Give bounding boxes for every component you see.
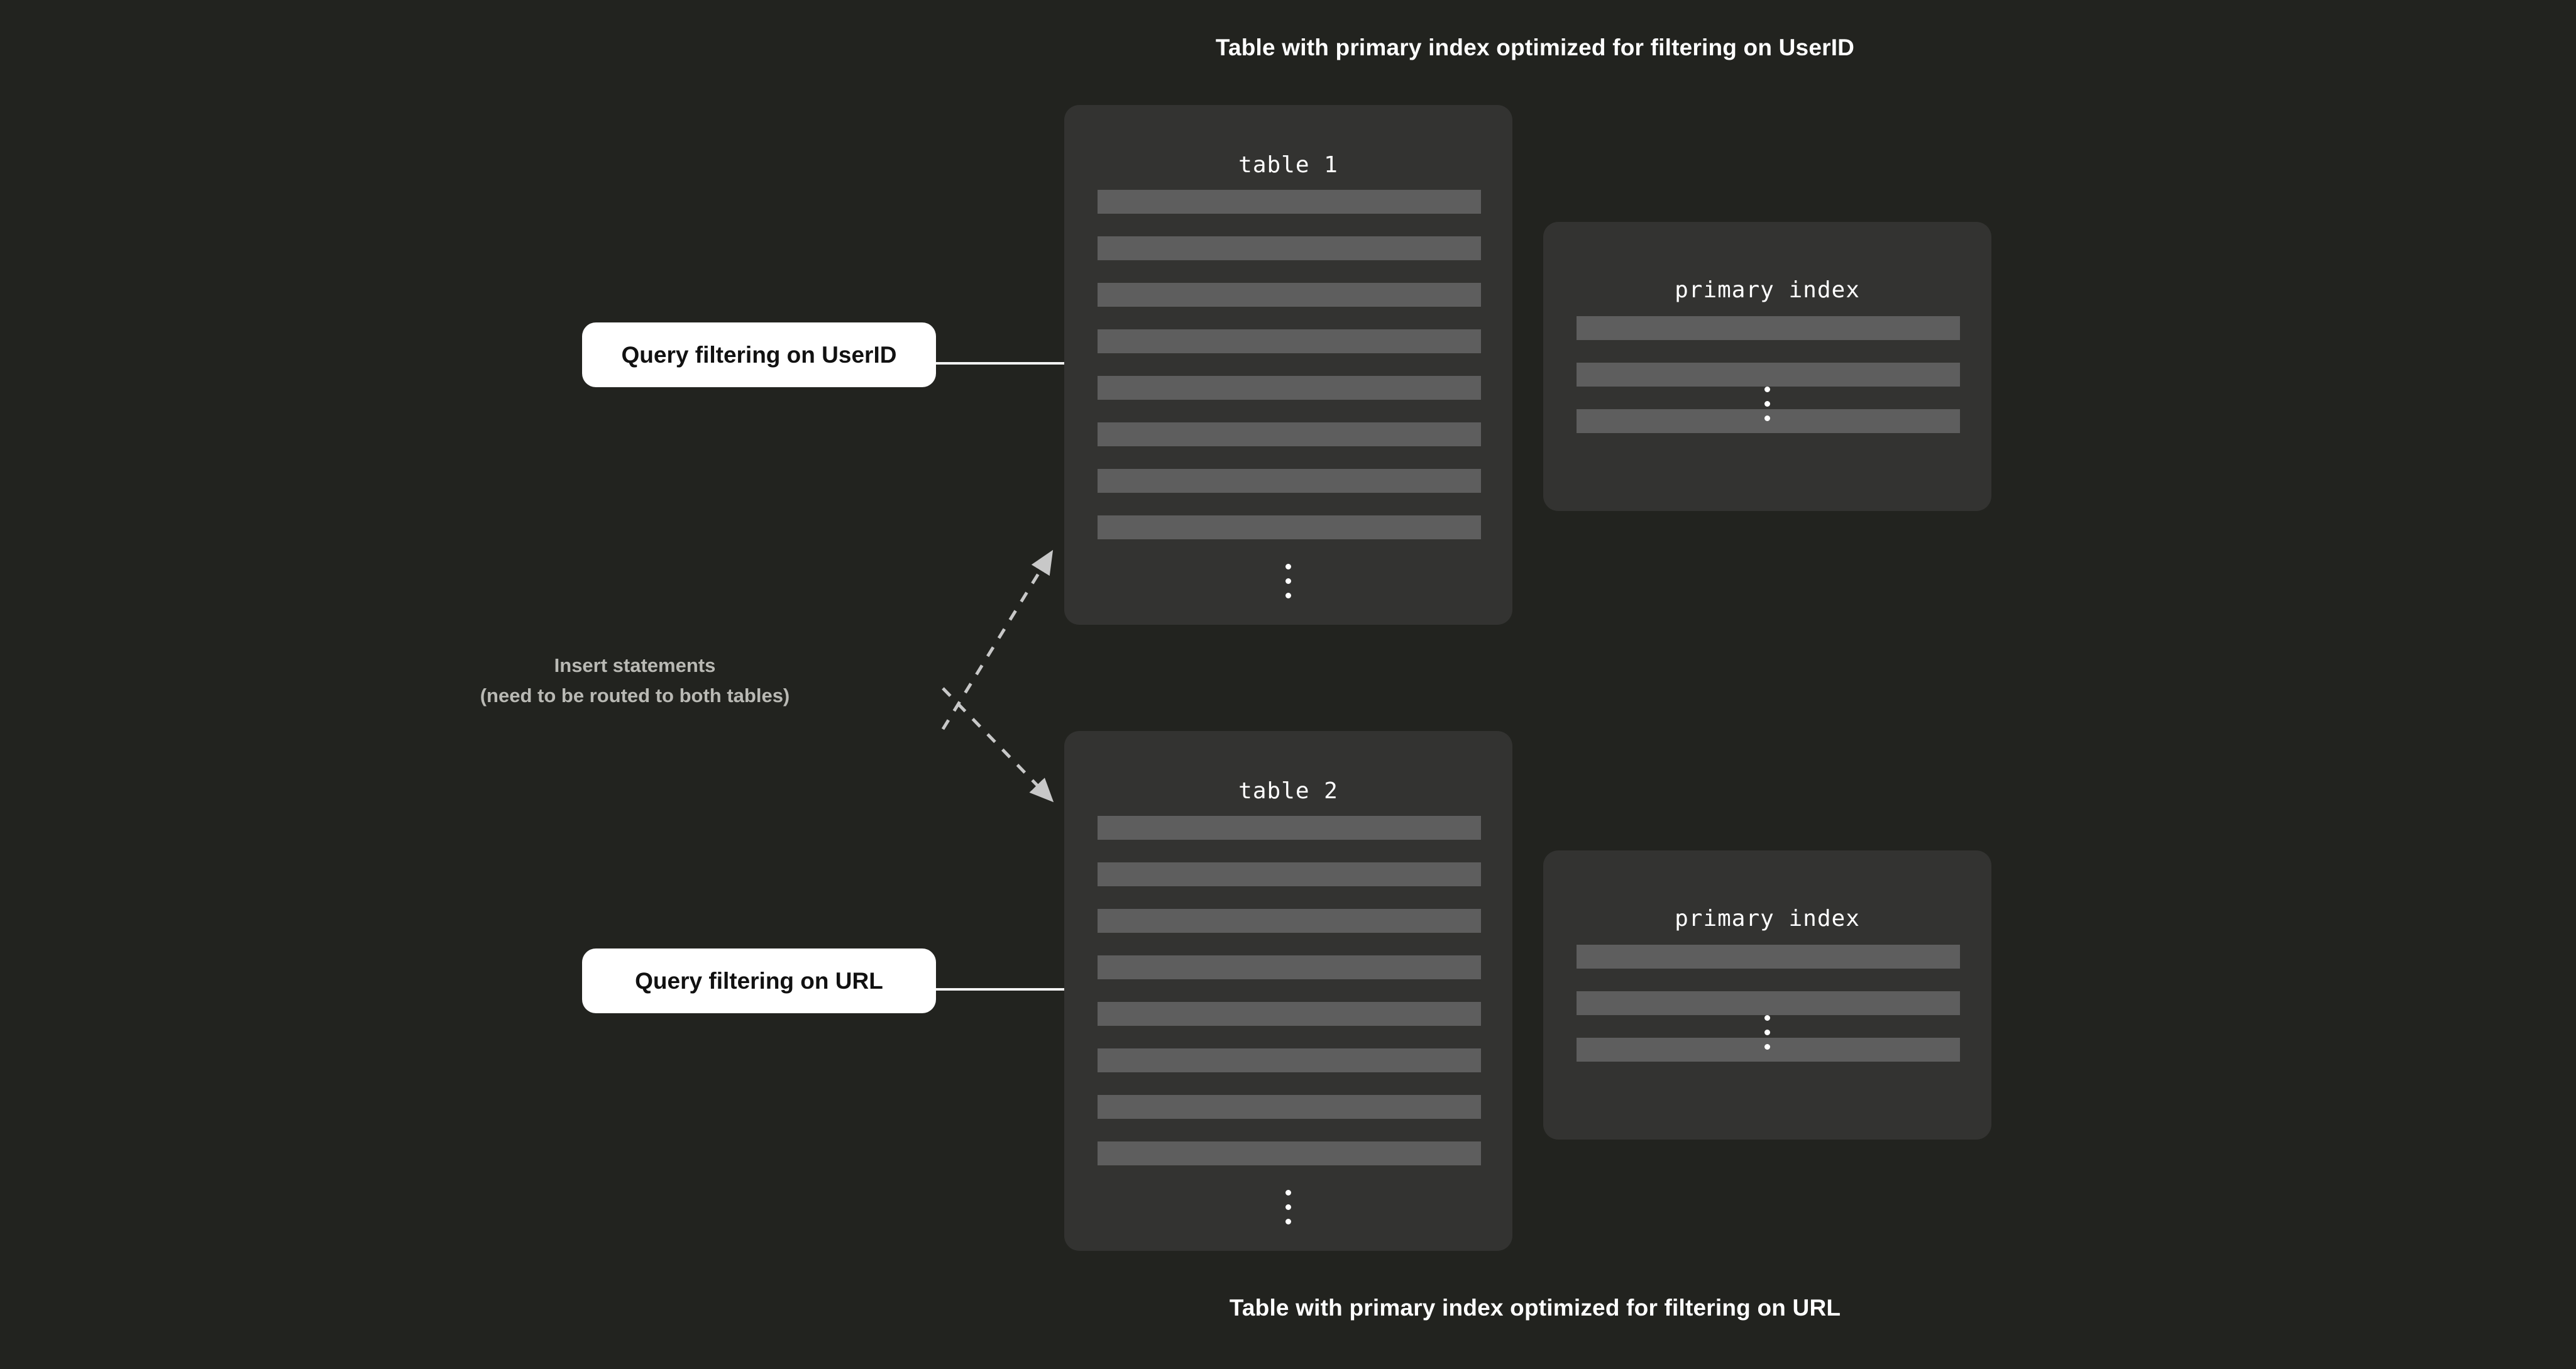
- primary-index-2-card[interactable]: primary index: [1543, 850, 1991, 1140]
- table-1-rows: [1064, 190, 1512, 542]
- table-1-card[interactable]: table 1: [1064, 105, 1512, 625]
- table-row: [1098, 515, 1481, 539]
- caption-bottom: Table with primary index optimized for f…: [0, 1295, 2576, 1321]
- table-row: [1098, 816, 1481, 840]
- table-2-card[interactable]: table 2: [1064, 731, 1512, 1251]
- table-1-title: table 1: [1238, 152, 1338, 178]
- table-row: [1098, 422, 1481, 446]
- table-row: [1098, 190, 1481, 214]
- table-2-title: table 2: [1238, 778, 1338, 804]
- index-row: [1577, 316, 1960, 340]
- insert-statements-note: Insert statements (need to be routed to …: [459, 651, 811, 711]
- table-row: [1098, 1141, 1481, 1165]
- caption-bottom-text: Table with primary index optimized for f…: [1229, 1295, 1841, 1321]
- table-row: [1098, 909, 1481, 933]
- query-filtering-url-box[interactable]: Query filtering on URL: [582, 948, 936, 1013]
- vertical-ellipsis-icon: [1543, 387, 1991, 421]
- table-row: [1098, 376, 1481, 400]
- table-row: [1098, 329, 1481, 353]
- caption-top: Table with primary index optimized for f…: [0, 35, 2576, 61]
- query-filtering-userid-box[interactable]: Query filtering on UserID: [582, 322, 936, 387]
- table-row: [1098, 236, 1481, 260]
- vertical-ellipsis-icon: [1543, 1015, 1991, 1050]
- caption-top-text: Table with primary index optimized for f…: [1215, 35, 1855, 60]
- index-row: [1577, 945, 1960, 969]
- table-row: [1098, 283, 1481, 307]
- table-2-rows: [1064, 816, 1512, 1168]
- index-row: [1577, 409, 1960, 433]
- query-filtering-userid-label: Query filtering on UserID: [621, 341, 897, 368]
- primary-index-2-title: primary index: [1675, 906, 1860, 932]
- index-row: [1577, 991, 1960, 1015]
- dashed-arrow-insert-to-table-1: [941, 549, 1054, 730]
- primary-index-2-rows: [1543, 945, 1991, 1070]
- primary-index-1-rows: [1543, 316, 1991, 442]
- insert-note-line-1: Insert statements: [554, 654, 716, 676]
- vertical-ellipsis-icon: [1064, 564, 1512, 598]
- table-row: [1098, 1048, 1481, 1072]
- insert-note-line-2: (need to be routed to both tables): [480, 684, 790, 707]
- index-row: [1577, 363, 1960, 387]
- table-row: [1098, 862, 1481, 886]
- table-row: [1098, 469, 1481, 493]
- query-filtering-url-label: Query filtering on URL: [635, 967, 883, 994]
- primary-index-1-card[interactable]: primary index: [1543, 222, 1991, 511]
- index-row: [1577, 1038, 1960, 1062]
- table-row: [1098, 1095, 1481, 1119]
- dashed-arrow-insert-to-table-2: [942, 687, 1054, 803]
- primary-index-1-title: primary index: [1675, 277, 1860, 303]
- table-row: [1098, 955, 1481, 979]
- vertical-ellipsis-icon: [1064, 1190, 1512, 1224]
- table-row: [1098, 1002, 1481, 1026]
